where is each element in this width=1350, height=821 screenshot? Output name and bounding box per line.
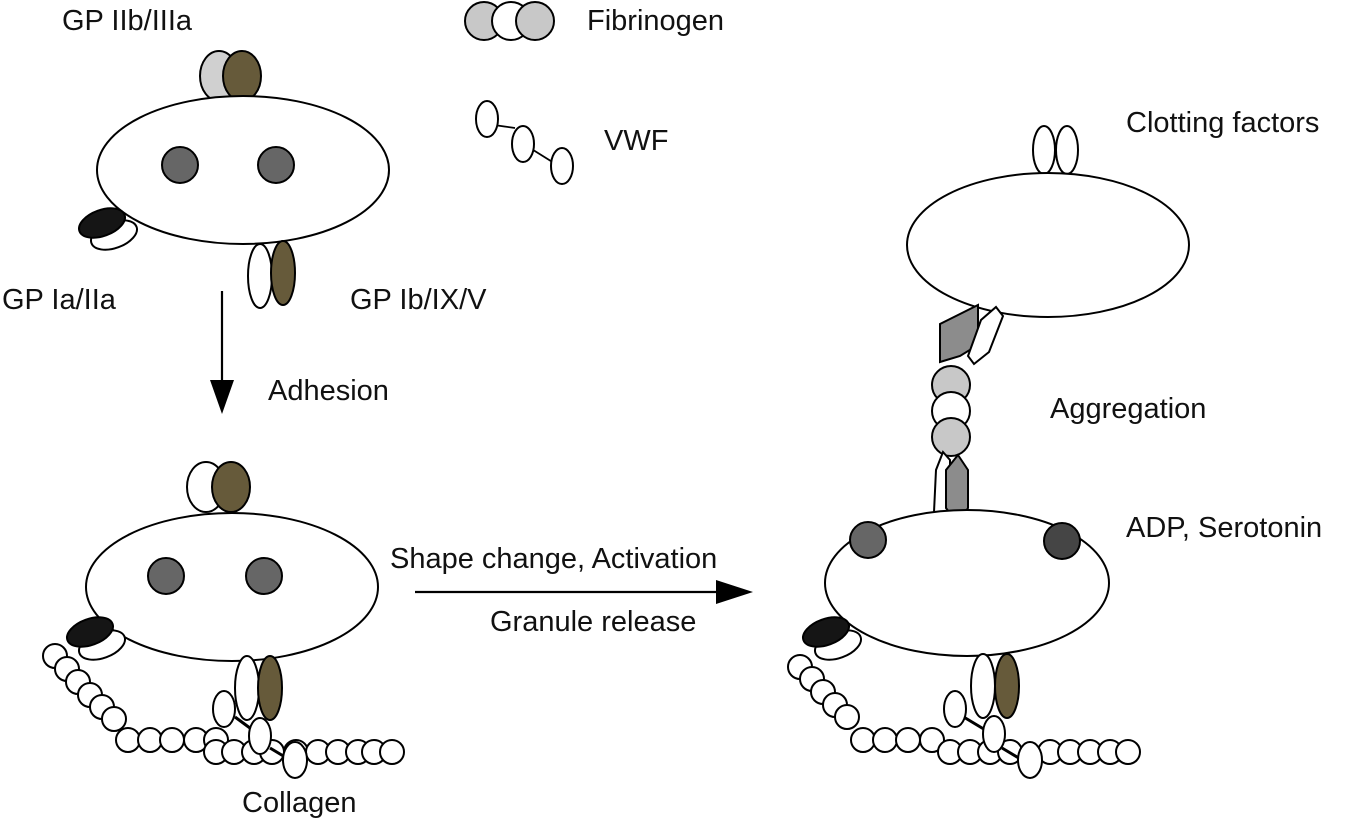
granule xyxy=(849,521,887,559)
aggregation-label: Aggregation xyxy=(1050,393,1206,425)
platelet-body xyxy=(96,95,390,245)
aggregating-platelet xyxy=(906,125,1190,318)
bound-vwf xyxy=(212,690,308,779)
gp-iib-iiia-label: GP IIb/IIIa xyxy=(62,5,193,37)
gp-ia-iia-receptor xyxy=(66,616,126,661)
collagen-fiber xyxy=(42,643,405,765)
gp-ia-iia-label: GP Ia/IIa xyxy=(2,284,117,316)
granule xyxy=(245,557,283,595)
aggregation-bridge xyxy=(931,303,1005,526)
activated-gp-iib-iiia xyxy=(939,303,979,364)
adhered-platelet xyxy=(66,461,379,779)
gp-ib-ix-v-label: GP Ib/IX/V xyxy=(350,284,487,316)
collagen-fiber xyxy=(787,654,1141,765)
activated-platelet xyxy=(802,509,1110,779)
activation-arrow xyxy=(415,580,753,604)
bound-vwf xyxy=(943,690,1043,779)
gp-ia-iia-receptor xyxy=(802,616,862,661)
collagen-label: Collagen xyxy=(242,787,356,819)
vwf-legend-icon xyxy=(475,100,574,185)
fibrinogen xyxy=(931,365,971,457)
granule xyxy=(147,557,185,595)
platelet-body xyxy=(85,512,379,662)
granule xyxy=(161,146,199,184)
platelet-body xyxy=(824,509,1110,657)
granule xyxy=(257,146,295,184)
platelet-body xyxy=(906,172,1190,318)
adhesion-label: Adhesion xyxy=(268,375,389,407)
gp-ib-ix-v-receptor xyxy=(234,655,283,721)
fibrinogen-label: Fibrinogen xyxy=(587,5,724,37)
vwf-label: VWF xyxy=(604,125,668,157)
adp-serotonin-label: ADP, Serotonin xyxy=(1126,512,1322,544)
shape-change-activation-label: Shape change, Activation xyxy=(390,543,717,575)
clotting-factors-label: Clotting factors xyxy=(1126,107,1319,139)
gp-ia-iia-receptor xyxy=(78,207,138,251)
clotting-factors xyxy=(1032,125,1079,175)
fibrinogen-legend-icon xyxy=(464,1,555,41)
gp-ib-ix-v-receptor xyxy=(247,240,296,309)
granule xyxy=(1043,522,1081,560)
adhesion-arrow xyxy=(210,291,234,414)
granule-release-label: Granule release xyxy=(490,606,696,638)
gp-ib-ix-v-receptor xyxy=(970,653,1020,719)
resting-platelet xyxy=(78,50,390,309)
